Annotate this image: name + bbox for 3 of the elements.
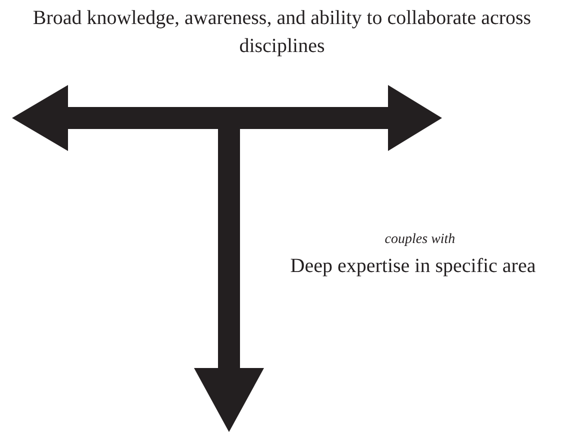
heading-text: Broad knowledge, awareness, and ability to collaborate across disciplines xyxy=(32,6,532,59)
depth-text: Deep expertise in specific area xyxy=(289,254,537,279)
connector-text: couples with xyxy=(384,231,456,249)
